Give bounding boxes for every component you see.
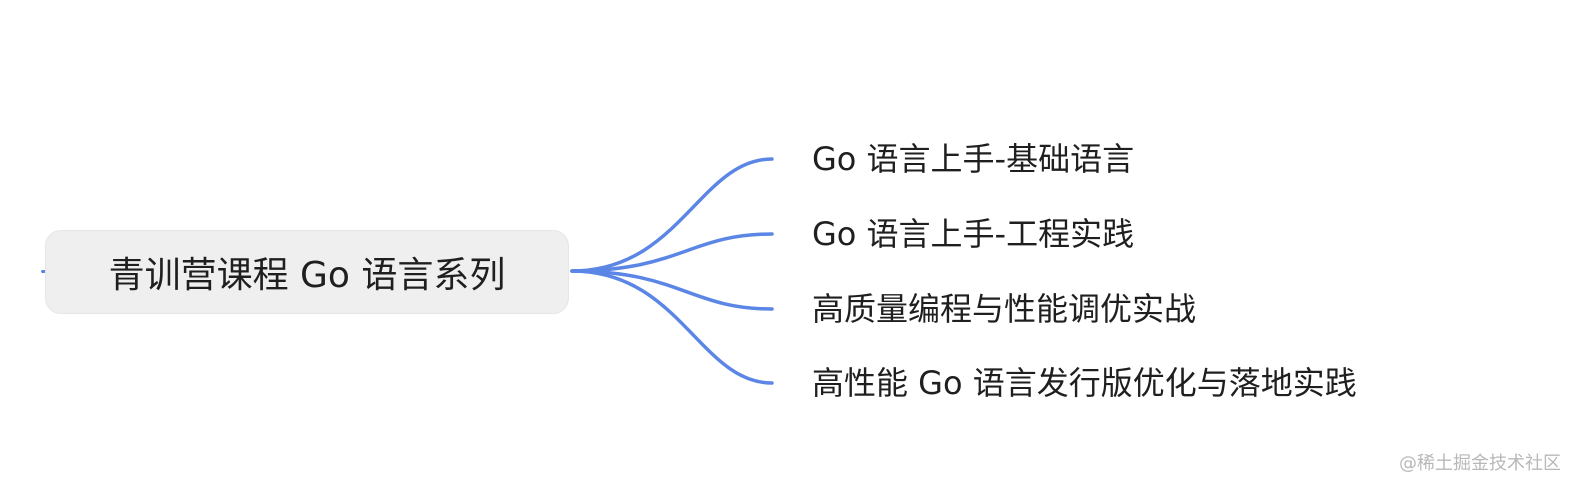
connector-line-4	[570, 269, 774, 385]
watermark-text: @稀土掘金技术社区	[1399, 453, 1561, 474]
root-node-anchor	[41, 270, 46, 273]
connector-line-2	[570, 232, 774, 273]
root-node-label: 青训营课程 Go 语言系列	[108, 255, 506, 296]
child-node-3[interactable]: 高质量编程与性能调优实战	[812, 287, 1196, 331]
child-node-label: Go 语言上手-工程实践	[812, 215, 1135, 253]
connector-line-1	[570, 157, 774, 273]
child-node-label: 高性能 Go 语言发行版优化与落地实践	[812, 364, 1357, 402]
child-node-2[interactable]: Go 语言上手-工程实践	[812, 212, 1134, 256]
child-node-label: Go 语言上手-基础语言	[812, 140, 1135, 178]
child-node-1[interactable]: Go 语言上手-基础语言	[812, 137, 1134, 181]
connector-line-3	[570, 269, 774, 311]
child-node-label: 高质量编程与性能调优实战	[812, 290, 1197, 328]
child-node-4[interactable]: 高性能 Go 语言发行版优化与落地实践	[812, 361, 1357, 405]
root-node[interactable]: 青训营课程 Go 语言系列	[45, 230, 569, 314]
